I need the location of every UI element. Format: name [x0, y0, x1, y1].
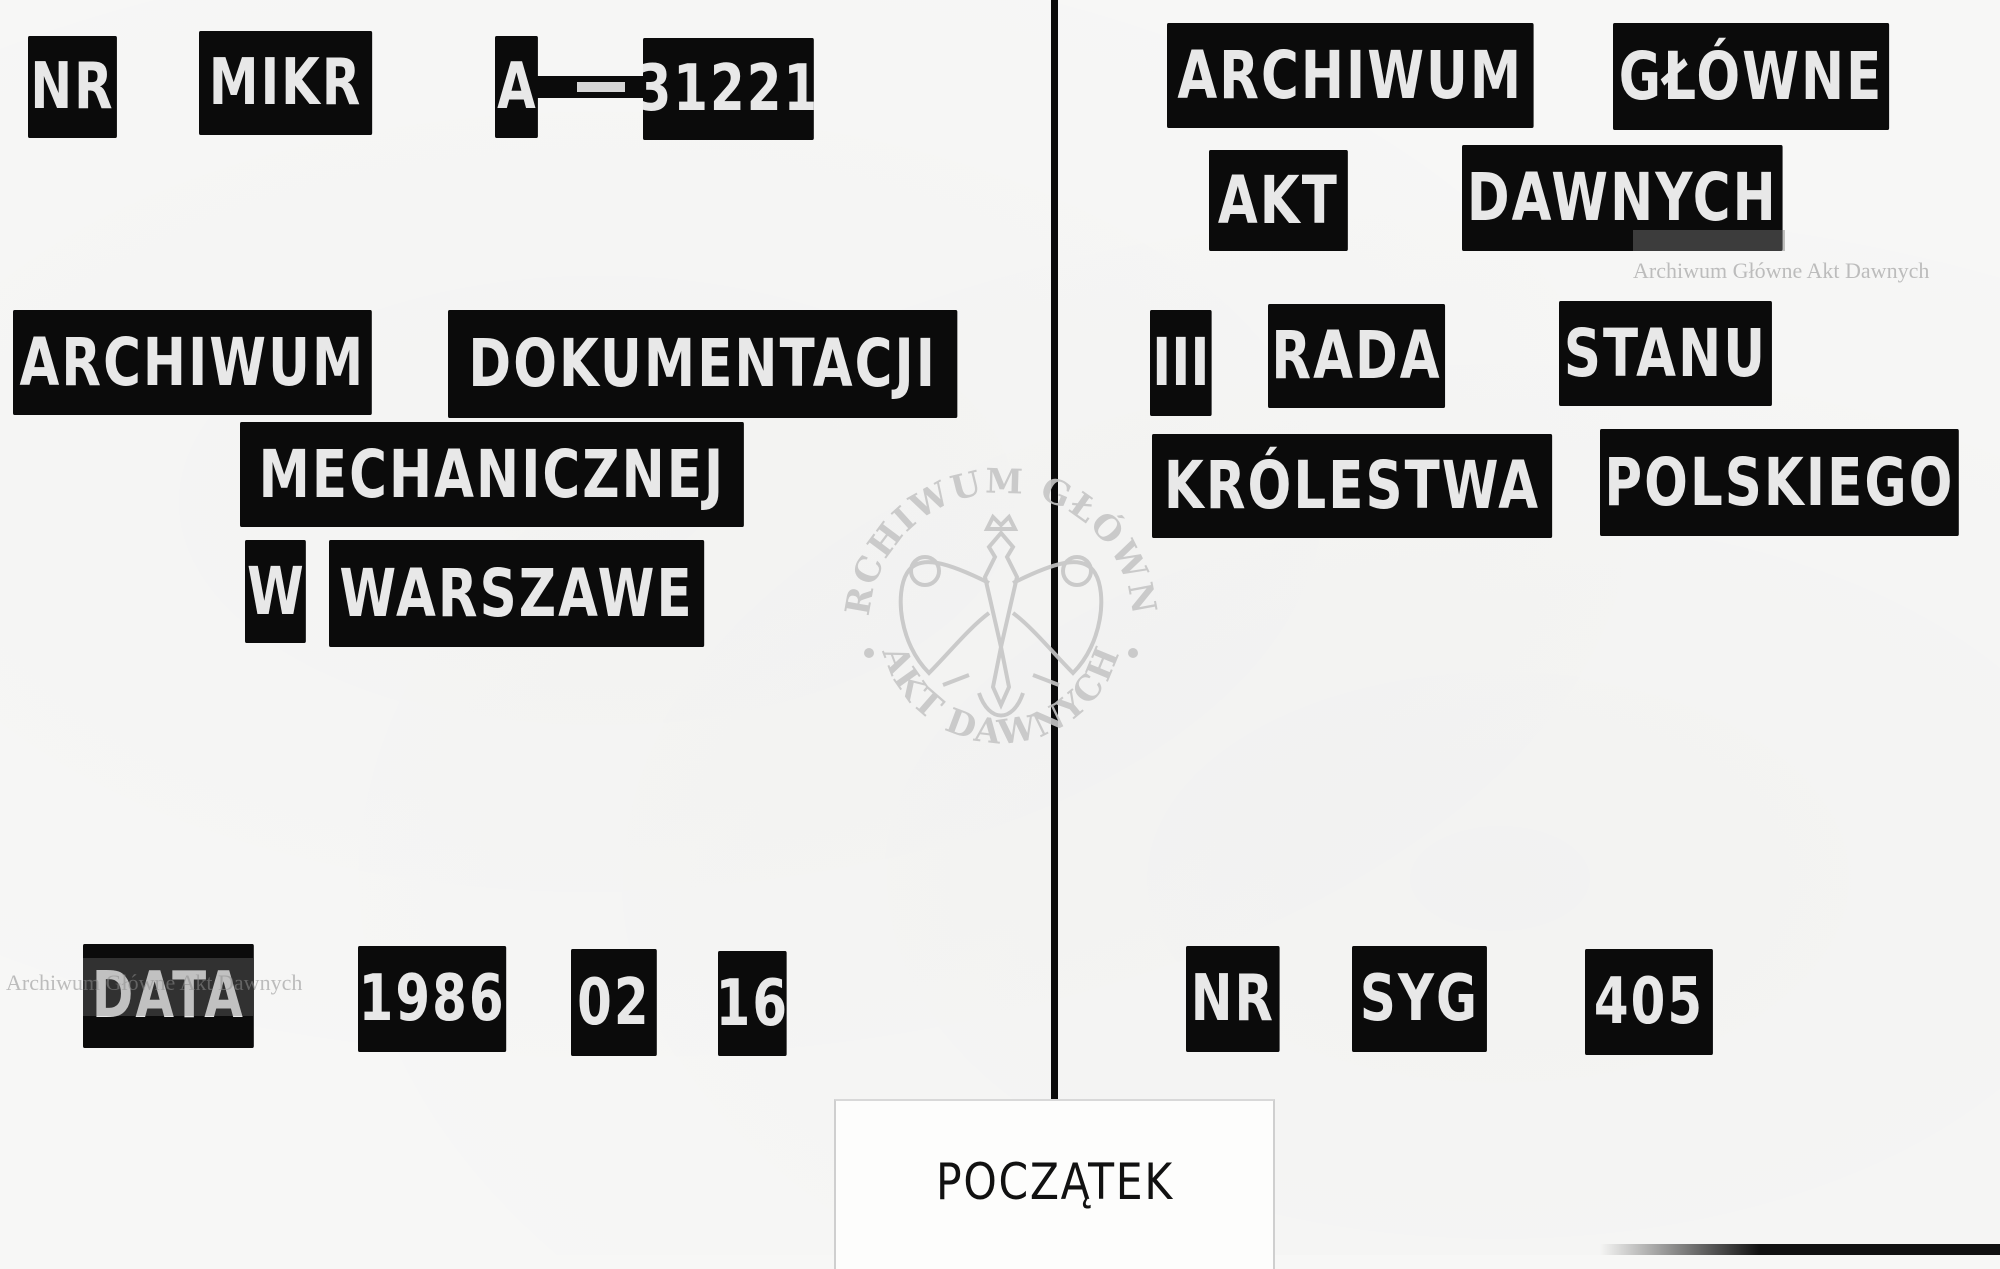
plate-month: 02	[571, 949, 657, 1056]
plate-sig-number: 405	[1585, 949, 1713, 1055]
plate-mechanicznej: MECHANICZNEJ	[240, 422, 744, 527]
fonds-word-krolestwa: KRÓLESTWA	[1163, 447, 1541, 524]
watermark-band-left	[83, 958, 253, 1016]
plate-mikr: MIKR	[199, 31, 373, 135]
plate-dawnych: DAWNYCH	[1462, 145, 1783, 251]
watermark-band-right	[1633, 230, 1785, 251]
plate-dokumentacji: DOKUMENTACJI	[448, 310, 958, 418]
archive-seal-watermark-icon: ARCHIWUM GŁÓWNE AKT DAWNYCH	[829, 453, 1162, 754]
institution-word-mechanicznej: MECHANICZNEJ	[258, 435, 726, 513]
plate-stanu: STANU	[1559, 301, 1772, 406]
plate-warszawe: WARSZAWE	[329, 540, 705, 647]
plate-krolestwa: KRÓLESTWA	[1152, 434, 1553, 538]
watermark-text-right: Archiwum Główne Akt Dawnych	[1633, 258, 1930, 283]
plate-glowne: GŁÓWNE	[1613, 23, 1890, 130]
plate-syg: SYG	[1352, 946, 1487, 1052]
plate-film-number: 31221	[643, 38, 814, 140]
watermark-text-left: Archiwum Główne Akt Dawnych	[6, 970, 303, 995]
start-marker-text: POCZĄTEK	[935, 1153, 1174, 1211]
plate-series-letter: A	[495, 36, 538, 138]
signature-syg-label: SYG	[1359, 962, 1480, 1036]
fonds-word-rada: RADA	[1271, 317, 1442, 394]
plate-archiwum-left: ARCHIWUM	[13, 310, 372, 415]
fonds-word-stanu: STANU	[1563, 314, 1768, 392]
date-label: DATA	[91, 959, 245, 1033]
plate-w: W	[245, 540, 306, 643]
film-number: 31221	[643, 52, 814, 126]
archive-word-akt: AKT	[1217, 161, 1339, 239]
plate-archiwum-right: ARCHIWUM	[1167, 23, 1534, 128]
date-month: 02	[577, 965, 651, 1040]
plate-day: 16	[718, 951, 787, 1056]
plate-sig-nr: NR	[1186, 946, 1280, 1052]
center-divider-line	[1051, 0, 1058, 1100]
date-year: 1986	[358, 962, 506, 1036]
plate-akt: AKT	[1209, 150, 1348, 251]
plate-iii: III	[1150, 310, 1212, 416]
plate-rada: RADA	[1268, 304, 1446, 408]
fonds-word-polskiego: POLSKIEGO	[1604, 443, 1955, 521]
date-day: 16	[718, 966, 787, 1041]
page-edge-shadow	[1600, 1244, 2000, 1255]
signature-nr-label: NR	[1190, 962, 1275, 1036]
plate-nr: NR	[28, 36, 117, 138]
film-series-letter: A	[497, 50, 536, 124]
film-nr-label: NR	[30, 50, 115, 124]
start-marker-card: POCZĄTEK	[834, 1099, 1275, 1269]
institution-word-warszawe: WARSZAWE	[339, 554, 694, 632]
archive-word-archiwum: ARCHIWUM	[1177, 36, 1524, 114]
fonds-roman-numeral: III	[1152, 324, 1210, 401]
dash-glyph	[577, 82, 625, 92]
plate-year: 1986	[358, 946, 507, 1052]
archive-word-dawnych: DAWNYCH	[1466, 159, 1778, 236]
institution-word-w: W	[247, 552, 304, 630]
signature-number: 405	[1593, 965, 1705, 1039]
archive-word-glowne: GŁÓWNE	[1618, 37, 1884, 115]
institution-word-archiwum: ARCHIWUM	[19, 323, 366, 401]
film-dash-connector	[537, 76, 647, 98]
plate-data: DATA	[83, 944, 254, 1048]
film-mikr-label: MIKR	[208, 46, 363, 120]
institution-word-dokumentacji: DOKUMENTACJI	[468, 325, 937, 402]
plate-polskiego: POLSKIEGO	[1600, 429, 1959, 536]
